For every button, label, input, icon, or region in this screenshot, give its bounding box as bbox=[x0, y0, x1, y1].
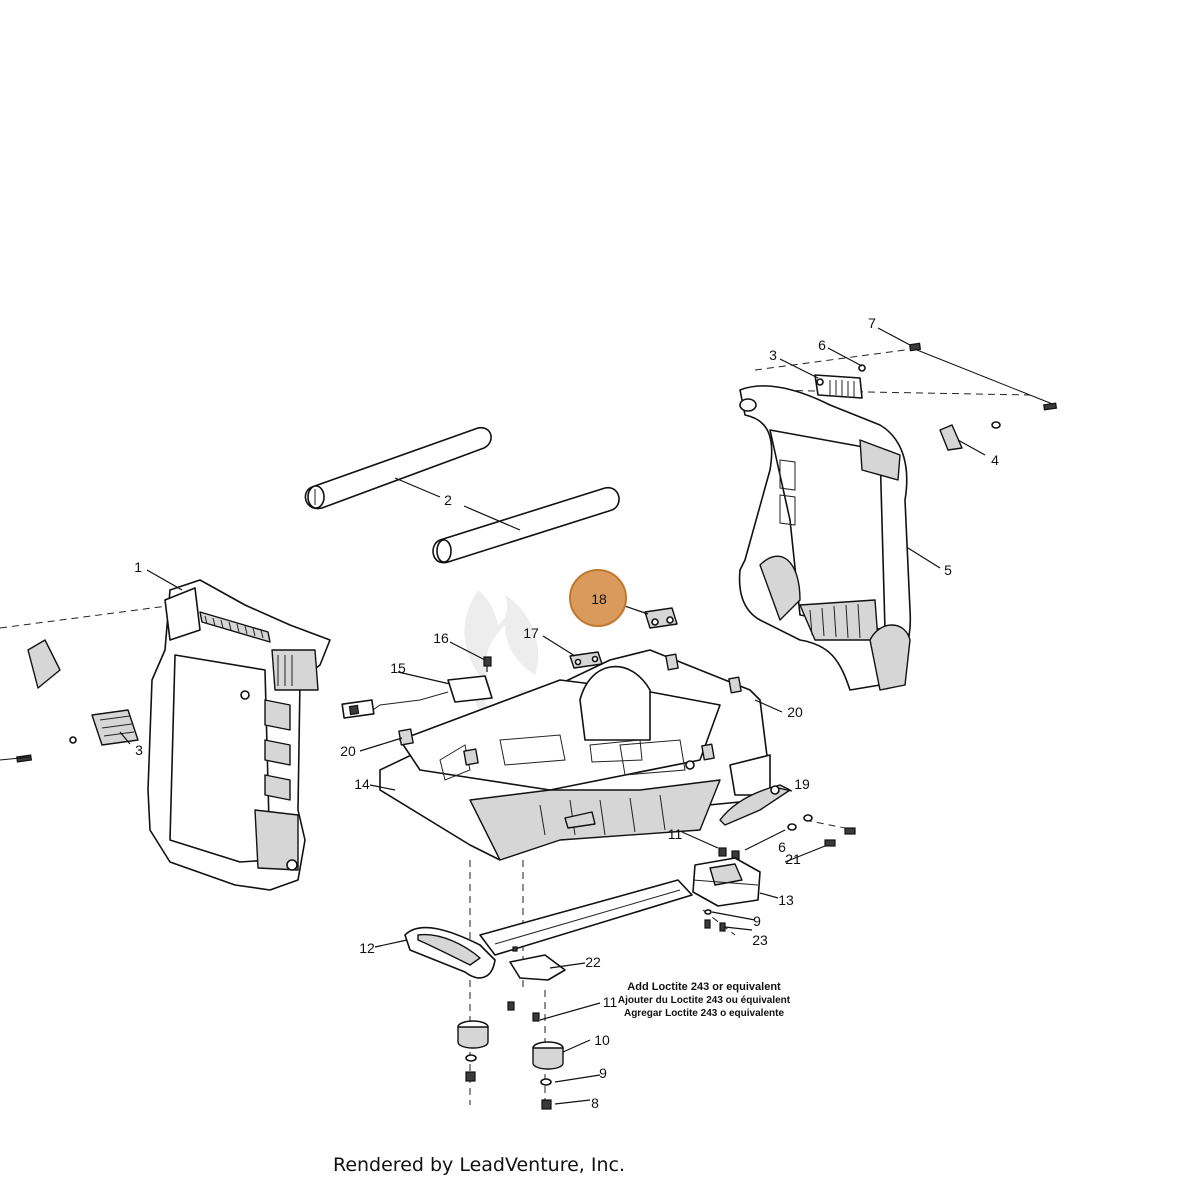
callout-22[interactable]: 22 bbox=[585, 954, 601, 970]
callout-9-lower[interactable]: 9 bbox=[599, 1065, 607, 1081]
part-16-screw bbox=[483, 656, 492, 672]
callout-5[interactable]: 5 bbox=[944, 562, 952, 578]
callout-16[interactable]: 16 bbox=[433, 630, 449, 646]
loctite-note: Add Loctite 243 or equivalent Ajouter du… bbox=[618, 981, 791, 1019]
part-19-guard bbox=[719, 784, 791, 826]
note-line-french: Ajouter du Loctite 243 ou équivalent bbox=[618, 995, 791, 1006]
note-line-spanish: Agregar Loctite 243 o equivalente bbox=[624, 1008, 784, 1019]
part-11-screws-lower bbox=[507, 1001, 540, 1022]
part-17-bracket bbox=[569, 651, 603, 669]
callout-14[interactable]: 14 bbox=[354, 776, 370, 792]
part-20-clips bbox=[398, 653, 742, 766]
footer-text: Rendered by LeadVenture, Inc. bbox=[332, 1154, 626, 1176]
callout-23[interactable]: 23 bbox=[752, 932, 768, 948]
callout-3-top[interactable]: 3 bbox=[769, 347, 777, 363]
callout-9-right[interactable]: 9 bbox=[753, 913, 761, 929]
callout-11-upper[interactable]: 11 bbox=[668, 826, 683, 842]
callout-21[interactable]: 21 bbox=[785, 851, 801, 867]
part-13-mount-block bbox=[692, 857, 761, 907]
part-4-clip bbox=[939, 424, 963, 451]
part-3-grille-top bbox=[814, 374, 863, 399]
part-18-bracket bbox=[644, 607, 678, 629]
callout-8[interactable]: 8 bbox=[591, 1095, 599, 1111]
footer-credit: Rendered by LeadVenture, Inc. bbox=[0, 1154, 1200, 1176]
callout-13[interactable]: 13 bbox=[778, 892, 794, 908]
callout-15[interactable]: 15 bbox=[390, 660, 406, 676]
callout-10[interactable]: 10 bbox=[594, 1032, 610, 1048]
callout-6-right[interactable]: 6 bbox=[778, 839, 786, 855]
part-15-switch-harness bbox=[341, 675, 493, 719]
callout-labels: 1 2 3 3 4 5 6 6 7 8 9 9 10 11 11 12 13 1… bbox=[134, 315, 999, 1111]
part-5-rear-frame bbox=[738, 385, 912, 691]
part-6-washer-top bbox=[858, 364, 1001, 429]
callout-11-lower[interactable]: 11 bbox=[603, 994, 618, 1010]
part-12-handle-bar bbox=[404, 879, 693, 981]
callout-3-left[interactable]: 3 bbox=[135, 742, 143, 758]
part-11-screws-upper bbox=[718, 847, 740, 860]
part-9-8-lower-hardware bbox=[465, 1054, 552, 1110]
callout-1[interactable]: 1 bbox=[134, 559, 142, 575]
callout-12[interactable]: 12 bbox=[359, 940, 375, 956]
callout-18[interactable]: 18 bbox=[591, 591, 607, 607]
callout-20-right[interactable]: 20 bbox=[787, 704, 803, 720]
callout-19[interactable]: 19 bbox=[794, 776, 810, 792]
part-6-21-right-hardware bbox=[787, 814, 856, 847]
note-line-english: Add Loctite 243 or equivalent bbox=[627, 981, 781, 993]
callout-17[interactable]: 17 bbox=[523, 625, 539, 641]
callout-20-left[interactable]: 20 bbox=[340, 743, 356, 759]
part-7-screw bbox=[908, 342, 1058, 411]
highlight-circle-18[interactable] bbox=[569, 569, 627, 627]
callout-6-top[interactable]: 6 bbox=[818, 337, 826, 353]
leader-lines bbox=[119, 327, 986, 1105]
callout-4[interactable]: 4 bbox=[991, 452, 999, 468]
part-6-washer-left bbox=[0, 736, 77, 763]
part-2-handle-tubes bbox=[304, 426, 620, 564]
part-3-grille-left bbox=[27, 639, 139, 746]
callout-7[interactable]: 7 bbox=[868, 315, 876, 331]
part-1-front-panel bbox=[147, 579, 331, 891]
callout-2[interactable]: 2 bbox=[444, 492, 452, 508]
part-10-rubber-feet bbox=[457, 1020, 564, 1070]
